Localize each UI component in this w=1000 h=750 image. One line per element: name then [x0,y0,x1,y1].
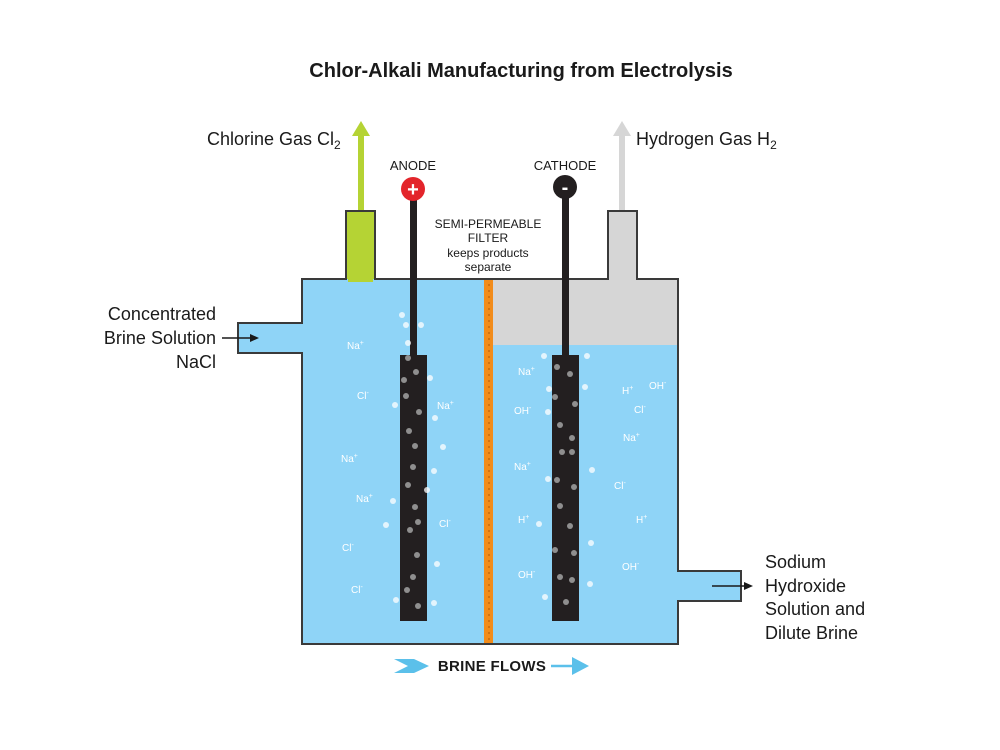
chlorine-outlet [345,210,376,281]
svg-text:Concentrated: Concentrated [108,304,216,324]
ion-label: H+ [636,514,647,526]
inlet-arrow-icon [222,334,259,342]
cathode-terminal-icon: - [553,175,577,199]
svg-text:separate: separate [465,260,512,274]
svg-text:Solution and: Solution and [765,599,865,619]
outlet-arrow-icon [712,582,753,590]
cathode-rod [562,196,569,356]
inlet-label: Concentrated Brine Solution NaCl [104,304,216,372]
ion-label: Na+ [514,461,531,473]
svg-text:NaCl: NaCl [176,352,216,372]
svg-text:FILTER: FILTER [468,231,509,245]
brine-flows-label: BRINE FLOWS [438,658,546,675]
bubbles [383,312,595,609]
brine-flow-right-arrow-icon [551,657,589,675]
hydrogen-gas-arrow [613,121,631,212]
ion-label: H+ [622,385,633,397]
svg-text:+: + [407,179,419,201]
ion-label: OH- [518,569,536,581]
hydrogen-gas-space [492,279,678,345]
ion-label: Na+ [623,432,640,444]
cathode-label: CATHODE [534,158,597,173]
anode-terminal-icon: + [401,177,425,201]
semi-permeable-filter [484,280,493,643]
svg-text:Sodium: Sodium [765,552,826,572]
svg-text:Dilute Brine: Dilute Brine [765,623,858,643]
ion-label: OH- [514,405,532,417]
ion-label: Cl- [357,390,369,402]
ion-label: OH- [649,380,667,392]
ion-label: Na+ [347,340,364,352]
svg-text:keeps products: keeps products [447,246,528,260]
ion-label: H+ [518,514,529,526]
ions-right: Na+ OH- Na+ H+ OH- H+ OH- Cl- Na+ Cl- H+… [514,366,667,581]
filter-label: SEMI-PERMEABLE FILTER keeps products sep… [435,217,542,274]
ion-label: Cl- [439,518,451,530]
svg-text:Hydroxide: Hydroxide [765,576,846,596]
outlet-label: Sodium Hydroxide Solution and Dilute Bri… [765,552,865,643]
ion-label: Cl- [634,404,646,416]
ion-label: Na+ [437,400,454,412]
chlorine-gas-arrow [352,121,370,212]
chlorine-gas-label: Chlorine Gas Cl2 [207,129,341,152]
ion-label: Cl- [614,480,626,492]
ion-label: Na+ [341,453,358,465]
ion-label: Na+ [356,493,373,505]
svg-text:Brine Solution: Brine Solution [104,328,216,348]
ion-label: Cl- [342,542,354,554]
ion-label: Cl- [351,584,363,596]
svg-text:SEMI-PERMEABLE: SEMI-PERMEABLE [435,217,542,231]
anode-label: ANODE [390,158,437,173]
ions-left: Na+ Cl- Na+ Na+ Na+ Cl- Cl- Cl- [341,340,454,596]
svg-text:-: - [562,177,569,199]
page-title: Chlor-Alkali Manufacturing from Electrol… [309,60,732,82]
ion-label: Na+ [518,366,535,378]
anode-rod [410,196,417,356]
ion-label: OH- [622,561,640,573]
hydrogen-gas-label: Hydrogen Gas H2 [636,129,777,152]
hydrogen-outlet [607,210,638,281]
brine-flow-left-arrow-icon [394,659,429,673]
